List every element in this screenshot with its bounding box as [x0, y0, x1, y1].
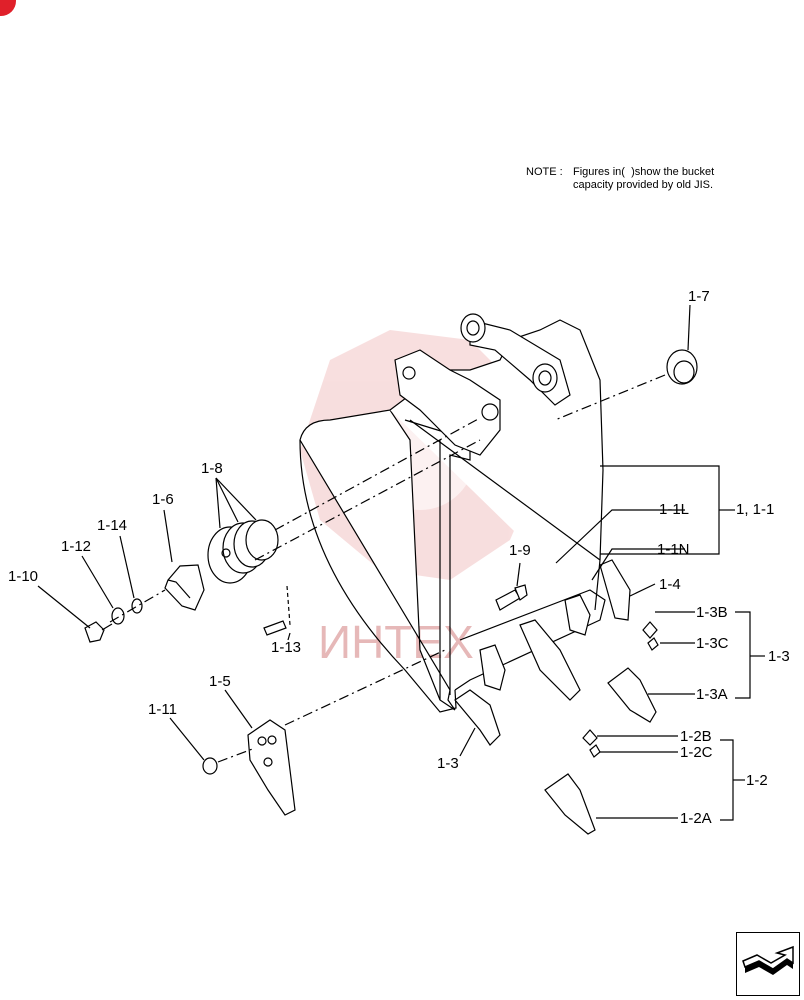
part-1-6-plate — [163, 509, 205, 611]
part-1-13-pin — [263, 585, 291, 641]
part-1-11-nut — [169, 717, 256, 775]
label-1-3C: 1-3C — [696, 635, 729, 652]
note-line-1: Figures in( )show the bucket — [573, 166, 715, 178]
label-1-9: 1-9 — [509, 542, 531, 559]
note-prefix: NOTE : — [526, 166, 563, 178]
part-1-3-tooth-group — [607, 611, 765, 723]
label-1-7: 1-7 — [688, 288, 710, 305]
note-line-2: capacity provided by old JIS. — [573, 179, 714, 191]
label-1-3A: 1-3A — [696, 686, 728, 703]
label-1-1N: 1-1N — [657, 541, 690, 558]
label-1-4: 1-4 — [659, 576, 681, 593]
part-1-12-washer — [81, 555, 125, 625]
part-1-7-bushing — [554, 304, 698, 421]
part-1-10-bolt — [37, 585, 166, 643]
bucket-body — [299, 313, 631, 746]
label-1-10: 1-10 — [8, 568, 38, 585]
label-1-6: 1-6 — [152, 491, 174, 508]
part-1-14-washer — [119, 535, 143, 614]
label-1-12: 1-12 — [61, 538, 91, 555]
label-1-8: 1-8 — [201, 460, 223, 477]
label-1-2B: 1-2B — [680, 728, 712, 745]
label-1-3-bottom: 1-3 — [437, 755, 459, 772]
label-1-2: 1-2 — [746, 772, 768, 789]
label-1-1L: 1-1L — [659, 501, 689, 518]
label-1-13: 1-13 — [271, 639, 301, 656]
label-1-5: 1-5 — [209, 673, 231, 690]
leader-1-4 — [629, 583, 656, 597]
leader-1-3-bottom — [459, 727, 476, 757]
label-1-11: 1-11 — [148, 701, 177, 718]
label-1-1: 1, 1-1 — [736, 501, 774, 518]
next-page-arrow-icon — [742, 945, 794, 975]
label-1-2C: 1-2C — [680, 744, 713, 761]
label-1-2A: 1-2A — [680, 810, 712, 827]
part-1-2-tooth-group — [544, 729, 745, 835]
label-1-3B: 1-3B — [696, 604, 728, 621]
part-1-8-shims — [207, 417, 481, 584]
part-1-5-side-cutter — [224, 649, 446, 816]
bracket-1-1 — [555, 465, 735, 581]
label-1-3: 1-3 — [768, 648, 790, 665]
next-page-button[interactable] — [736, 932, 800, 996]
note-block: NOTE : — [526, 166, 563, 179]
label-1-14: 1-14 — [97, 517, 127, 534]
part-1-9-bolt — [495, 562, 528, 611]
